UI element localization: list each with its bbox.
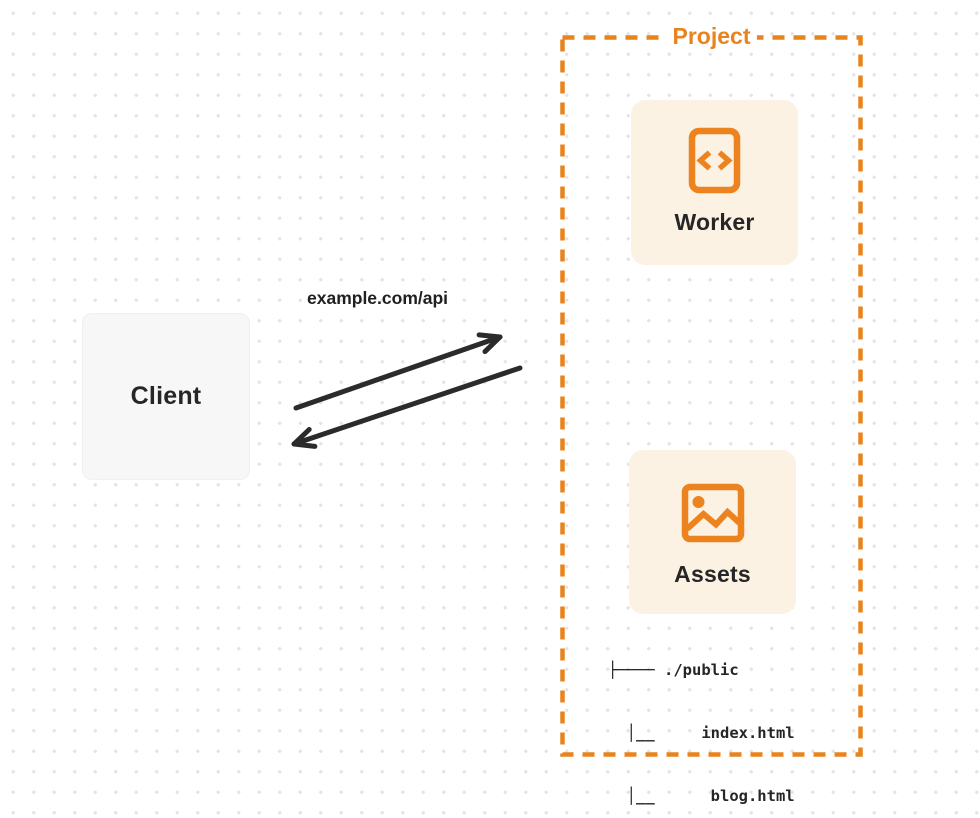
client-label: Client [130,382,202,410]
arrow-to-project [293,332,503,411]
project-boundary: Project Worker Assets ├──── ./public │__… [560,21,863,805]
code-icon [688,127,741,194]
worker-label: Worker [674,209,755,235]
request-arrows [291,332,523,449]
request-url-label: example.com/api [307,288,449,308]
assets-label: Assets [674,561,751,587]
assets-node: Assets [629,450,796,614]
file-tree: ├──── ./public │__ index.html │__ blog.h… [608,618,795,818]
image-icon [681,483,744,543]
arrow-to-client [291,365,523,449]
file-tree-line-blog: │__ blog.html [608,787,795,805]
file-tree-line-index: │__ index.html [608,724,795,742]
project-label: Project [665,21,758,51]
client-node: Client [82,313,250,480]
file-tree-line-public: ├──── ./public [608,661,739,679]
worker-node: Worker [631,100,798,265]
